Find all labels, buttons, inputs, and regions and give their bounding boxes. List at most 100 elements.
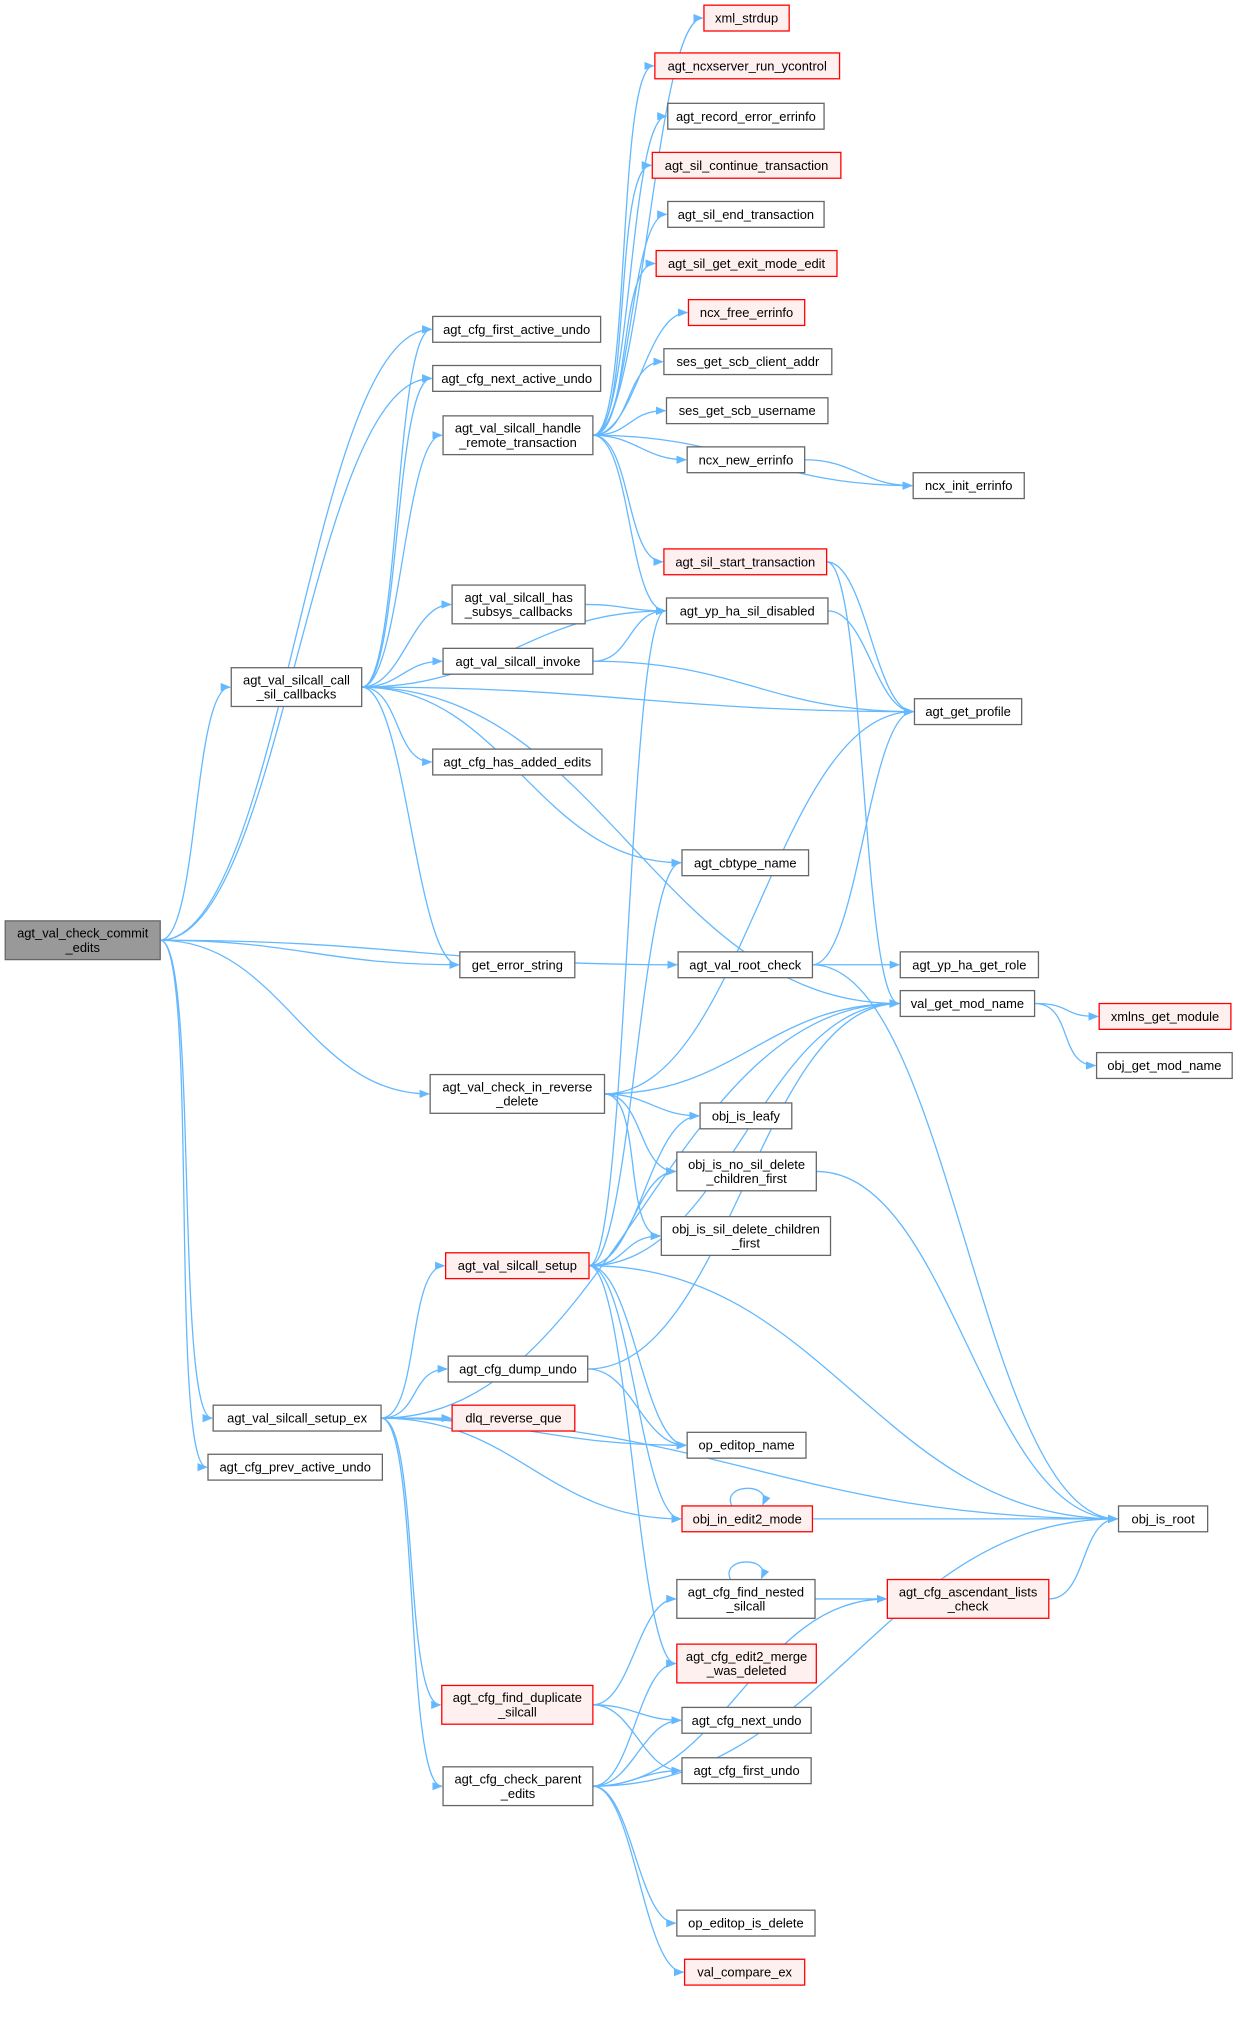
node-sil_end[interactable]: agt_sil_end_transaction bbox=[667, 200, 825, 228]
node-has_subsys[interactable]: agt_val_silcall_has_subsys_callbacks bbox=[451, 584, 586, 625]
edge-find_duplicate-to-next_undo bbox=[592, 1704, 682, 1725]
node-xml_strdup[interactable]: xml_strdup bbox=[703, 4, 790, 32]
node-ncx_free_errinfo[interactable]: ncx_free_errinfo bbox=[687, 298, 806, 327]
node-get_role[interactable]: agt_yp_ha_get_role bbox=[899, 951, 1040, 979]
edge-call_sil-to-has_subsys bbox=[361, 600, 452, 688]
node-cbtype_name[interactable]: agt_cbtype_name bbox=[681, 849, 810, 877]
node-box bbox=[651, 151, 842, 179]
edge-main-to-next_active_undo bbox=[160, 374, 433, 941]
node-label: _sil_callbacks bbox=[256, 687, 337, 702]
edge-handle_remote-to-sil_end bbox=[592, 210, 668, 436]
node-label: agt_val_silcall_setup_ex bbox=[227, 1411, 367, 1426]
node-box bbox=[441, 1684, 594, 1725]
node-box bbox=[686, 1431, 807, 1459]
edge-call_sil-to-val_get_mod_name bbox=[361, 686, 901, 1008]
node-call_sil[interactable]: agt_val_silcall_call_sil_callbacks bbox=[230, 667, 363, 708]
node-obj_is_leafy[interactable]: obj_is_leafy bbox=[699, 1102, 793, 1130]
node-first_undo[interactable]: agt_cfg_first_undo bbox=[681, 1757, 812, 1785]
edge-setup-to-op_editop_name bbox=[588, 1265, 687, 1450]
edge-sil_start-to-val_get_mod_name bbox=[826, 561, 901, 1008]
node-label: _check bbox=[947, 1599, 989, 1614]
node-get_profile[interactable]: agt_get_profile bbox=[913, 698, 1023, 726]
node-box bbox=[442, 1766, 594, 1807]
node-ascendant[interactable]: agt_cfg_ascendant_lists_check bbox=[886, 1578, 1050, 1619]
node-xmlns_get_module[interactable]: xmlns_get_module bbox=[1098, 1002, 1232, 1030]
node-client_addr[interactable]: ses_get_scb_client_addr bbox=[663, 348, 833, 376]
node-find_nested[interactable]: agt_cfg_find_nested_silcall bbox=[676, 1578, 816, 1619]
node-dump_undo[interactable]: agt_cfg_dump_undo bbox=[447, 1355, 589, 1383]
node-check_parent[interactable]: agt_cfg_check_parent_edits bbox=[442, 1766, 594, 1807]
node-sil_disabled[interactable]: agt_yp_ha_sil_disabled bbox=[665, 597, 829, 625]
node-box bbox=[459, 951, 576, 979]
edge-handle_remote-to-ncxserver bbox=[592, 61, 655, 436]
node-get_error_string[interactable]: get_error_string bbox=[459, 951, 576, 979]
node-ncxserver[interactable]: agt_ncxserver_run_ycontrol bbox=[654, 52, 841, 80]
node-label: agt_cfg_edit2_merge bbox=[686, 1649, 807, 1664]
node-box bbox=[886, 1578, 1050, 1619]
node-box bbox=[676, 1151, 817, 1192]
node-next_undo[interactable]: agt_cfg_next_undo bbox=[681, 1706, 812, 1734]
node-obj_is_root[interactable]: obj_is_root bbox=[1117, 1505, 1209, 1533]
edge-check_parent-to-next_undo bbox=[592, 1716, 682, 1787]
node-setup_ex[interactable]: agt_val_silcall_setup_ex bbox=[212, 1404, 382, 1432]
node-label: agt_val_check_commit bbox=[17, 926, 149, 941]
node-label: _children_first bbox=[705, 1171, 787, 1186]
node-label: xmlns_get_module bbox=[1111, 1009, 1219, 1024]
node-sil_start[interactable]: agt_sil_start_transaction bbox=[663, 548, 828, 576]
node-editop_is_delete[interactable]: op_editop_is_delete bbox=[676, 1909, 816, 1937]
node-label: val_compare_ex bbox=[697, 1965, 792, 1980]
nodes-layer: agt_val_check_commit_edits agt_cfg_first_… bbox=[4, 4, 1233, 1986]
edge-check_parent-to-edit2_merge bbox=[592, 1659, 677, 1787]
edge-main-to-prev_active_undo bbox=[160, 939, 208, 1472]
node-sil_continue[interactable]: agt_sil_continue_transaction bbox=[651, 151, 842, 179]
node-box bbox=[667, 102, 825, 130]
edge-call_sil-to-handle_remote bbox=[361, 431, 443, 688]
node-has_added_edits[interactable]: agt_cfg_has_added_edits bbox=[432, 748, 603, 776]
node-root_check[interactable]: agt_val_root_check bbox=[677, 951, 814, 979]
node-val_get_mod_name[interactable]: val_get_mod_name bbox=[899, 989, 1036, 1018]
node-record_error[interactable]: agt_record_error_errinfo bbox=[667, 102, 825, 130]
node-setup[interactable]: agt_val_silcall_setup bbox=[444, 1252, 590, 1280]
node-sil_exit_mode[interactable]: agt_sil_get_exit_mode_edit bbox=[655, 249, 838, 278]
edge-call_sil-to-get_error_string bbox=[361, 686, 460, 969]
node-edit2_merge[interactable]: agt_cfg_edit2_merge_was_deleted bbox=[676, 1643, 817, 1684]
node-box bbox=[681, 1505, 814, 1533]
node-ncx_new_errinfo[interactable]: ncx_new_errinfo bbox=[686, 446, 806, 474]
node-sil_delete[interactable]: obj_is_sil_delete_children_first bbox=[660, 1215, 832, 1257]
node-main[interactable]: agt_val_check_commit_edits bbox=[4, 920, 161, 961]
node-obj_get_mod_name[interactable]: obj_get_mod_name bbox=[1095, 1051, 1233, 1080]
node-label: obj_is_no_sil_delete bbox=[688, 1157, 805, 1172]
node-box bbox=[686, 446, 806, 474]
edge-handle_remote-to-sil_exit_mode bbox=[592, 259, 656, 436]
node-username[interactable]: ses_get_scb_username bbox=[665, 397, 829, 425]
edge-handle_remote-to-sil_disabled bbox=[592, 434, 667, 615]
node-box bbox=[899, 989, 1036, 1018]
node-box bbox=[1117, 1505, 1209, 1533]
node-label: agt_yp_ha_sil_disabled bbox=[680, 603, 815, 618]
node-first_active_undo[interactable]: agt_cfg_first_active_undo bbox=[432, 315, 602, 343]
node-box bbox=[429, 1073, 606, 1114]
node-label: op_editop_name bbox=[698, 1438, 794, 1453]
node-invoke[interactable]: agt_val_silcall_invoke bbox=[442, 647, 594, 675]
node-box bbox=[230, 667, 363, 708]
node-label: agt_cfg_find_nested bbox=[688, 1584, 804, 1599]
node-no_sil_delete[interactable]: obj_is_no_sil_delete_children_first bbox=[676, 1151, 817, 1192]
node-handle_remote[interactable]: agt_val_silcall_handle_remote_transactio… bbox=[442, 415, 594, 456]
node-ncx_init_errinfo[interactable]: ncx_init_errinfo bbox=[912, 472, 1025, 500]
node-reverse_delete[interactable]: agt_val_check_in_reverse_delete bbox=[429, 1073, 606, 1114]
node-find_duplicate[interactable]: agt_cfg_find_duplicate_silcall bbox=[441, 1684, 594, 1725]
node-val_compare_ex[interactable]: val_compare_ex bbox=[683, 1958, 806, 1986]
node-op_editop_name[interactable]: op_editop_name bbox=[686, 1431, 807, 1459]
node-label: obj_is_leafy bbox=[712, 1108, 781, 1123]
node-label: agt_cfg_check_parent bbox=[454, 1772, 581, 1787]
edge-reverse_delete-to-get_profile bbox=[604, 707, 915, 1095]
node-dlq_reverse_que[interactable]: dlq_reverse_que bbox=[451, 1404, 576, 1432]
node-label: val_get_mod_name bbox=[911, 996, 1024, 1011]
node-box bbox=[676, 1578, 816, 1619]
edge-ascendant-to-obj_is_root bbox=[1048, 1514, 1119, 1600]
node-next_active_undo[interactable]: agt_cfg_next_active_undo bbox=[432, 364, 602, 392]
node-box bbox=[451, 1404, 576, 1432]
node-prev_active_undo[interactable]: agt_cfg_prev_active_undo bbox=[207, 1453, 384, 1481]
node-in_edit2_mode[interactable]: obj_in_edit2_mode bbox=[681, 1505, 814, 1533]
node-box bbox=[444, 1252, 590, 1280]
